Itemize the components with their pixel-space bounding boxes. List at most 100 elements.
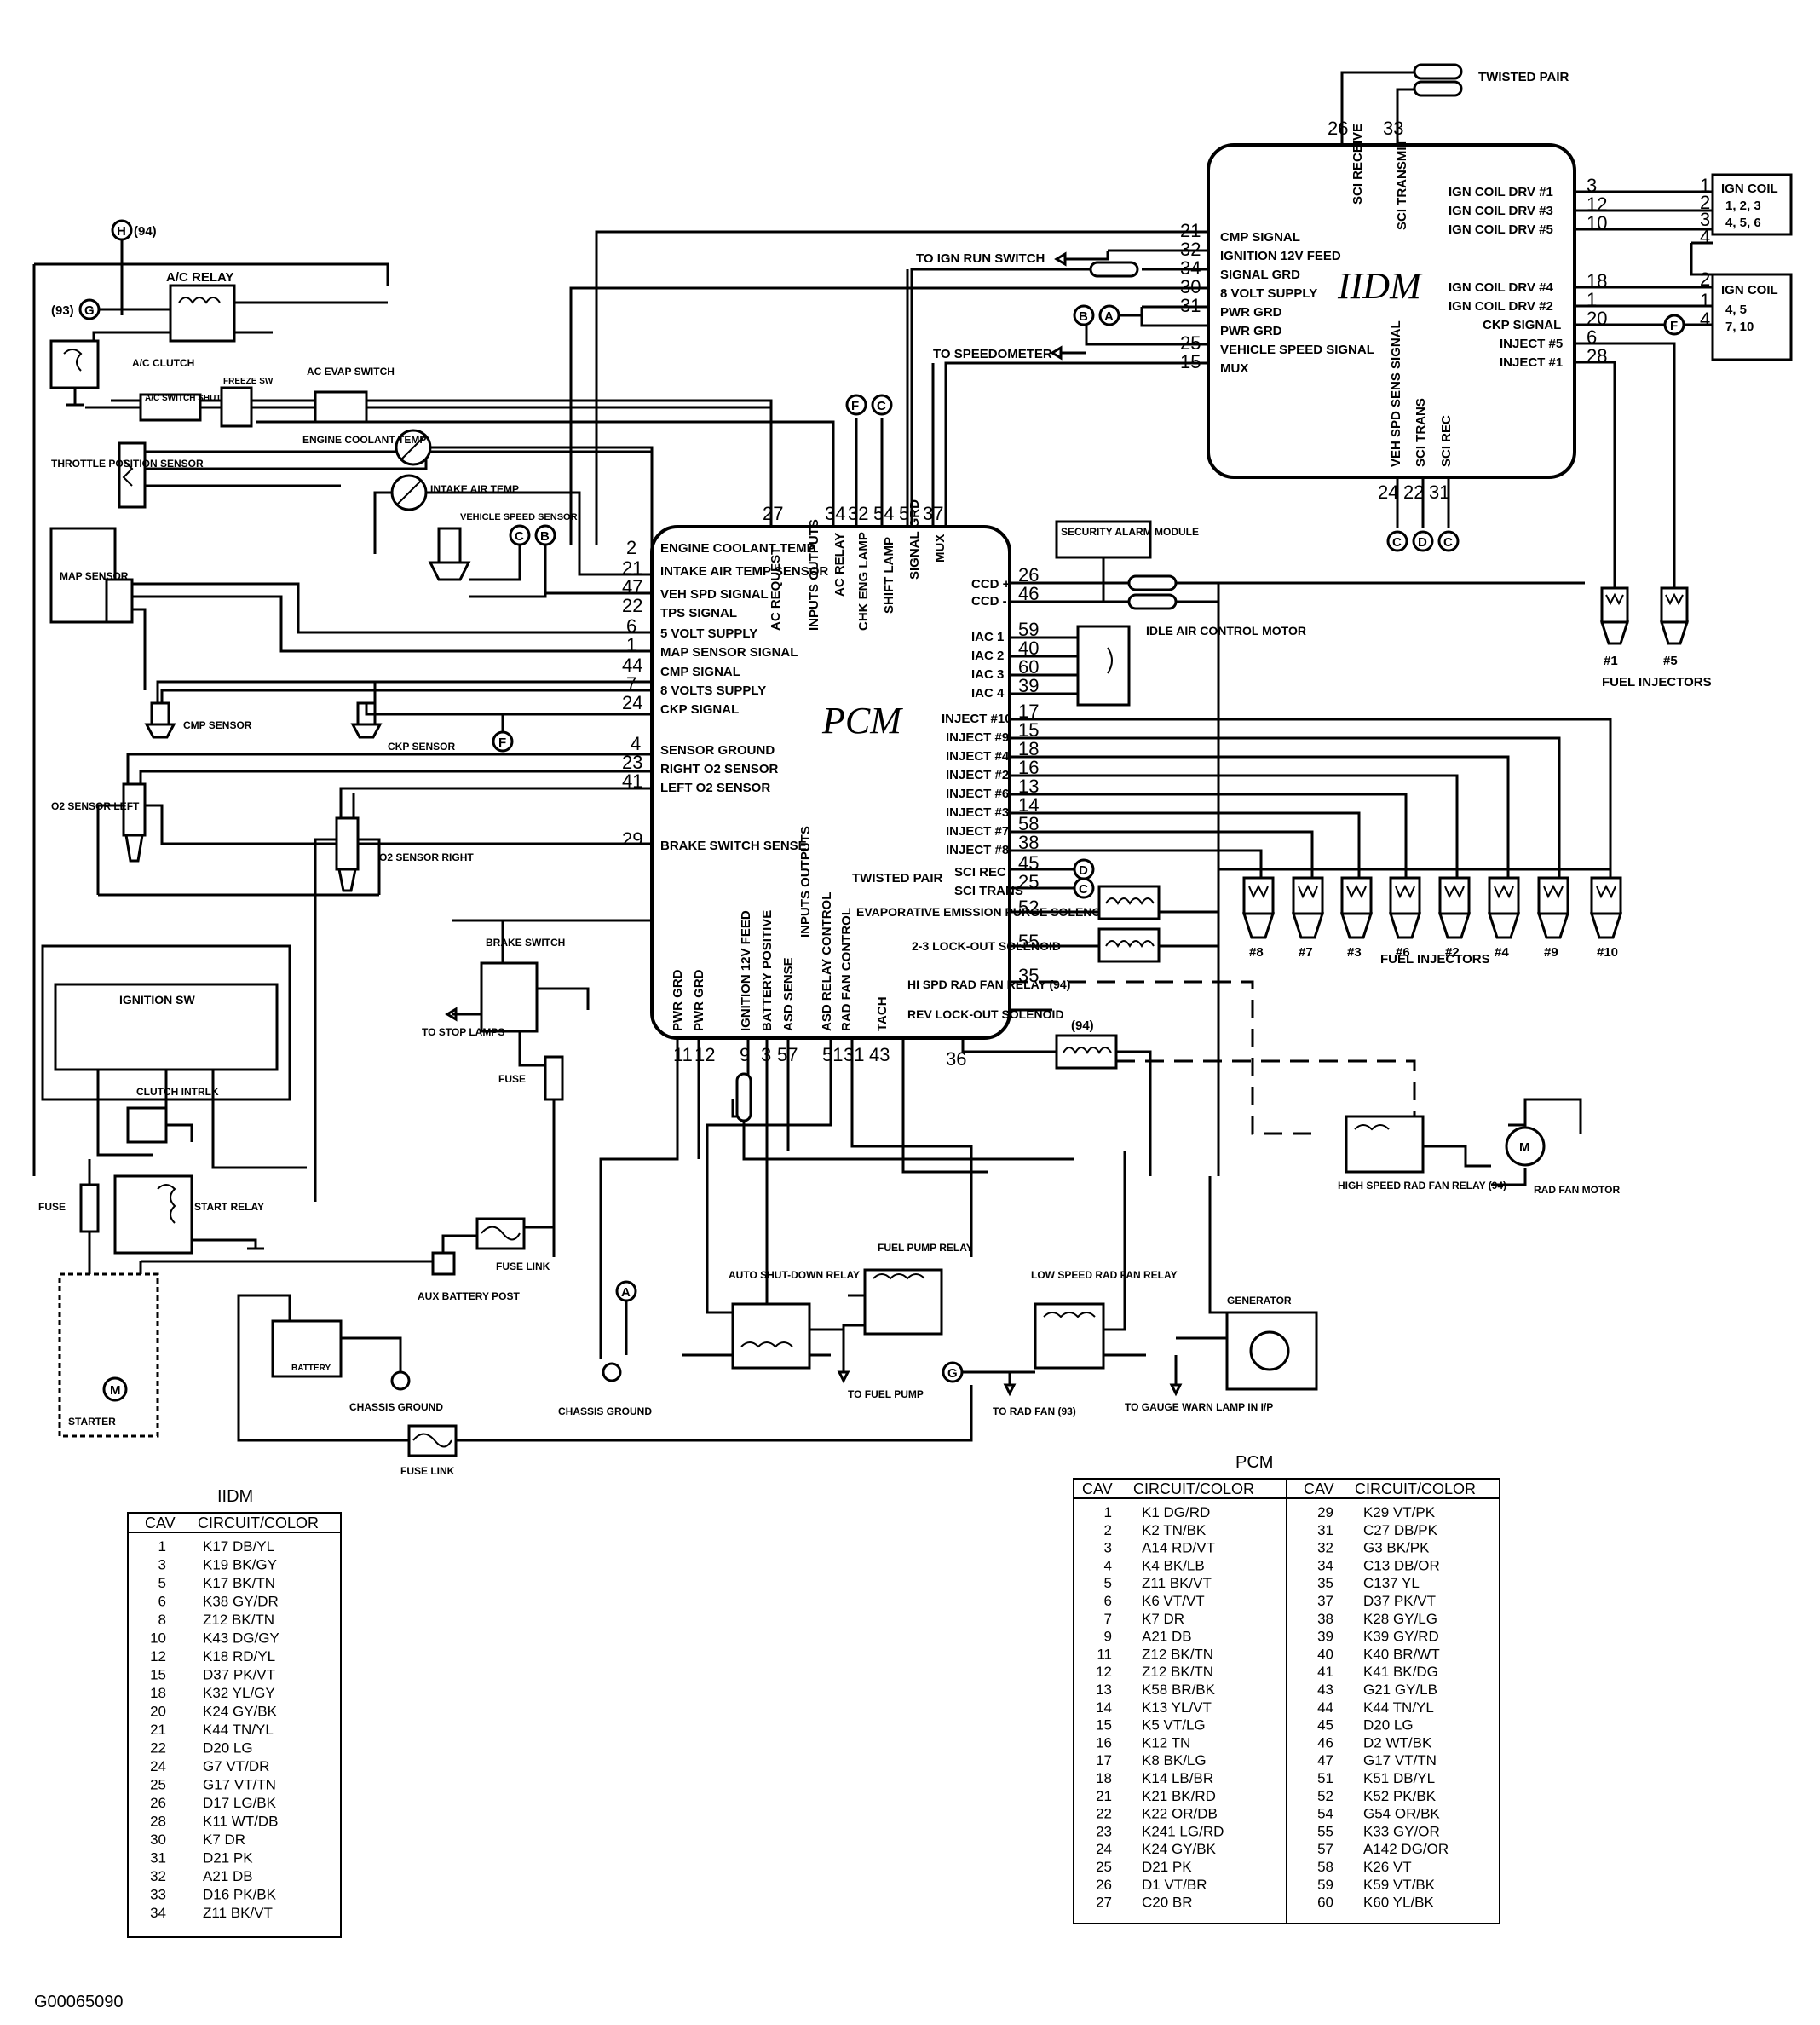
svg-text:CHASSIS GROUND: CHASSIS GROUND bbox=[558, 1405, 652, 1417]
svg-text:24: 24 bbox=[622, 692, 642, 713]
idle-air-control-motor: IDLE AIR CONTROL MOTOR bbox=[1076, 624, 1306, 707]
throttle-position-sensor: THROTTLE POSITION SENSOR bbox=[51, 441, 204, 509]
svg-text:PWR GRD: PWR GRD bbox=[692, 969, 706, 1031]
iidm-table-cav: 22 bbox=[150, 1740, 166, 1757]
svg-text:IGNITION SW: IGNITION SW bbox=[119, 993, 195, 1007]
svg-text:CIRCUIT/COLOR: CIRCUIT/COLOR bbox=[198, 1514, 319, 1532]
pcm-table-cav: 22 bbox=[1096, 1806, 1112, 1822]
fuel-injectors-pcm-label: FUEL INJECTORS bbox=[1380, 952, 1490, 966]
svg-text:H: H bbox=[117, 224, 126, 239]
start-relay: START RELAY bbox=[113, 1174, 264, 1255]
pcm-table-cav: 4 bbox=[1104, 1557, 1112, 1573]
svg-text:(93): (93) bbox=[51, 303, 74, 318]
pcm-table-circuit: D37 PK/VT bbox=[1363, 1593, 1436, 1609]
svg-text:INJECT #8: INJECT #8 bbox=[946, 843, 1009, 857]
svg-text:IAC 4: IAC 4 bbox=[971, 686, 1005, 701]
pcm-table-cav: 32 bbox=[1317, 1540, 1333, 1556]
svg-text:AC EVAP SWITCH: AC EVAP SWITCH bbox=[307, 366, 395, 378]
fuel-injectors-iidm-label: FUEL INJECTORS bbox=[1602, 675, 1712, 689]
svg-text:INJECT #9: INJECT #9 bbox=[946, 730, 1009, 745]
svg-text:VEH SPD SIGNAL: VEH SPD SIGNAL bbox=[660, 587, 769, 602]
iidm-table-circuit: D17 LG/BK bbox=[203, 1795, 277, 1811]
svg-text:CCD -: CCD - bbox=[971, 594, 1007, 609]
fuel-injector: #4 bbox=[1487, 876, 1521, 960]
svg-text:AUX BATTERY POST: AUX BATTERY POST bbox=[418, 1290, 520, 1302]
pcm-table-cav: 5 bbox=[1104, 1575, 1112, 1591]
o2-sensor-right: O2 SENSOR RIGHT bbox=[335, 816, 474, 892]
iidm-right-label-1: IGN COIL DRV #3 bbox=[1449, 204, 1553, 218]
iidm-sci-rec-label: SCI REC bbox=[1439, 415, 1454, 467]
iidm-table-cav: 3 bbox=[158, 1557, 166, 1573]
pcm-table-circuit: K12 TN bbox=[1142, 1734, 1190, 1751]
iidm-twisted-pair-label: TWISTED PAIR bbox=[1478, 70, 1569, 84]
svg-text:M: M bbox=[1519, 1140, 1530, 1155]
ignition-switch: IGNITION SW bbox=[41, 944, 291, 1101]
svg-text:F: F bbox=[1670, 319, 1678, 333]
iidm-right-label-4: IGN COIL DRV #2 bbox=[1449, 299, 1553, 314]
svg-text:IDLE AIR CONTROL MOTOR: IDLE AIR CONTROL MOTOR bbox=[1146, 624, 1306, 638]
pcm-table-cav: 41 bbox=[1317, 1664, 1333, 1680]
svg-text:SCI REC: SCI REC bbox=[954, 865, 1006, 880]
fuel-injector-label: #10 bbox=[1597, 945, 1618, 960]
svg-text:CKP SENSOR: CKP SENSOR bbox=[388, 741, 455, 753]
svg-text:34: 34 bbox=[825, 503, 845, 524]
svg-text:F: F bbox=[498, 736, 506, 750]
fuse-link-lower: FUSE LINK bbox=[400, 1424, 458, 1477]
iidm-right-label-6: INJECT #5 bbox=[1500, 337, 1563, 351]
svg-text:2-3 LOCK-OUT SOLENOID: 2-3 LOCK-OUT SOLENOID bbox=[912, 939, 1061, 953]
svg-text:VEHICLE SPEED SENSOR: VEHICLE SPEED SENSOR bbox=[460, 512, 578, 522]
iidm-left-label-5: PWR GRD bbox=[1220, 324, 1282, 338]
svg-text:32: 32 bbox=[848, 503, 868, 524]
pcm-table-circuit: D20 LG bbox=[1363, 1717, 1414, 1734]
iidm-title: IIDM bbox=[1337, 265, 1423, 307]
iidm-table-cav: 30 bbox=[150, 1832, 166, 1848]
svg-text:3: 3 bbox=[1700, 209, 1710, 230]
pcm-table-circuit: K4 BK/LB bbox=[1142, 1557, 1205, 1573]
high-speed-rad-fan-relay: HIGH SPEED RAD FAN RELAY (94) bbox=[1338, 1115, 1506, 1191]
pcm-table-circuit: K59 VT/BK bbox=[1363, 1877, 1436, 1893]
iidm-left-label-7: MUX bbox=[1220, 361, 1248, 376]
svg-text:IGNITION 12V FEED: IGNITION 12V FEED bbox=[739, 910, 753, 1031]
iidm-left-label-0: CMP SIGNAL bbox=[1220, 230, 1300, 245]
fuel-injector: #6 bbox=[1388, 876, 1422, 960]
battery: BATTERY bbox=[271, 1319, 343, 1378]
svg-text:HIGH SPEED RAD FAN RELAY (94): HIGH SPEED RAD FAN RELAY (94) bbox=[1338, 1180, 1506, 1191]
svg-text:SECURITY ALARM MODULE: SECURITY ALARM MODULE bbox=[1061, 526, 1199, 538]
pcm-table-circuit: K39 GY/RD bbox=[1363, 1629, 1439, 1645]
svg-text:C: C bbox=[515, 529, 524, 544]
iidm-table-circuit: K38 GY/DR bbox=[203, 1594, 279, 1610]
pcm-table-circuit: D21 PK bbox=[1142, 1859, 1192, 1875]
svg-text:CMP SENSOR: CMP SENSOR bbox=[183, 719, 252, 731]
fuel-injectors-pcm: #8#7#3#6#2#4#9#10 bbox=[1241, 876, 1623, 960]
svg-text:LOW SPEED RAD FAN RELAY: LOW SPEED RAD FAN RELAY bbox=[1031, 1269, 1178, 1281]
svg-text:FUSE: FUSE bbox=[38, 1201, 66, 1213]
svg-text:START RELAY: START RELAY bbox=[194, 1201, 264, 1213]
svg-text:BATTERY: BATTERY bbox=[291, 1364, 331, 1373]
o2-sensor-left: O2 SENSOR LEFT bbox=[51, 782, 147, 862]
ign-coil-lower: IGN COIL 4, 5 7, 10 2 1 4 bbox=[1700, 268, 1793, 361]
low-speed-rad-fan-relay: LOW SPEED RAD FAN RELAY bbox=[1031, 1269, 1178, 1370]
iidm-table-cav: 12 bbox=[150, 1648, 166, 1664]
svg-text:TO FUEL PUMP: TO FUEL PUMP bbox=[848, 1388, 924, 1400]
iidm-vss-label: VEH SPD SENS SIGNAL bbox=[1389, 320, 1403, 467]
pcm-table-circuit: K44 TN/YL bbox=[1363, 1699, 1434, 1716]
svg-text:INPUTS OUTPUTS: INPUTS OUTPUTS bbox=[798, 826, 813, 938]
pcm-table-circuit: K5 VT/LG bbox=[1142, 1717, 1206, 1734]
pcm-table-cav: 54 bbox=[1317, 1806, 1333, 1822]
iidm-bottom-pin-22: 22 bbox=[1403, 482, 1424, 503]
svg-text:4: 4 bbox=[1700, 309, 1710, 330]
svg-text:AC RELAY: AC RELAY bbox=[832, 533, 847, 597]
pcm-table-circuit: K241 LG/RD bbox=[1142, 1823, 1224, 1839]
iidm-table-cav: 28 bbox=[150, 1814, 166, 1830]
pcm-table-circuit: C13 DB/OR bbox=[1363, 1557, 1440, 1573]
svg-text:(94): (94) bbox=[1071, 1018, 1094, 1033]
iidm-left-label-6: VEHICLE SPEED SIGNAL bbox=[1220, 343, 1374, 357]
svg-text:8 VOLTS SUPPLY: 8 VOLTS SUPPLY bbox=[660, 684, 766, 698]
svg-text:C: C bbox=[1392, 535, 1402, 550]
pcm-table-cav: 11 bbox=[1097, 1646, 1112, 1662]
iidm-table-cav: 25 bbox=[150, 1777, 166, 1793]
aux-battery-post: AUX BATTERY POST bbox=[418, 1251, 520, 1302]
pcm-table-circuit: Z12 BK/TN bbox=[1142, 1646, 1213, 1662]
iidm-table-circuit: K17 BK/TN bbox=[203, 1575, 275, 1591]
iidm-table-cav: 24 bbox=[150, 1758, 166, 1774]
